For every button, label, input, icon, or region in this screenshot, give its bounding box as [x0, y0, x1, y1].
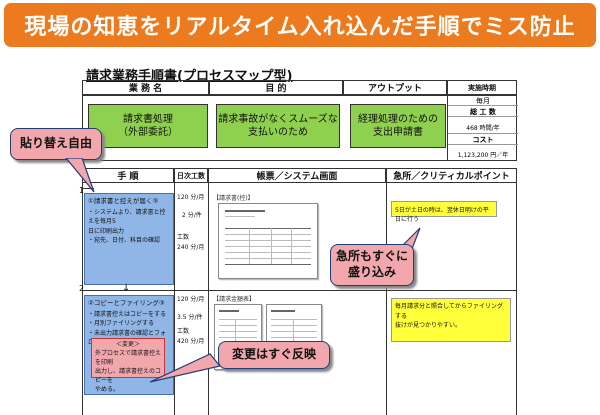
cost-value: 1,123,200 円／年 [457, 152, 509, 159]
callout-critical-included: 急所もすぐに 盛り込み [330, 244, 414, 286]
invoice-form-thumbnail [218, 203, 318, 279]
callout-paste-free: 貼り替え自由 [10, 128, 102, 160]
step2-change-note: ＜変更＞ 外プロセスで請求書控えを印刷 出力し、請求書控えのコピーを やめる。 [91, 338, 165, 393]
step2-line: ・月別ファイリングする [88, 320, 155, 328]
form2-label: 【請求金額表】 [213, 296, 256, 303]
step1-box: ①請求書と控えが届く③ ・システムより、請求書と控えを毎月5 日に印刷出力 ・宛… [84, 193, 174, 285]
callout-pointer-icon [65, 158, 95, 193]
critical-note-2: 毎月請求分と照合してからファイリングする 抜けが見つかりやすい。 [391, 298, 511, 342]
callout-change-reflect: 変更はすぐ反映 [218, 341, 330, 369]
total-hours-value: 468 時間/年 [466, 125, 500, 132]
step1-line: ・システムより、請求書と控えを毎月5 [88, 209, 166, 226]
step2-line: ・請求書控えはコピーをする [88, 311, 167, 319]
work-value: 240 分/月 [177, 244, 205, 251]
work-value: 420 分/月 [177, 338, 205, 345]
header-purpose: 目 的 [209, 80, 343, 95]
step1-title: ①請求書と控えが届く③ [88, 197, 159, 205]
procedure-table-body [82, 183, 517, 415]
step1-line: 日に印刷出力 [88, 227, 125, 235]
header-business-name: 業 務 名 [82, 80, 209, 95]
work-value: 120 分/月 [177, 296, 205, 303]
work-value: 3.5 分/件 [177, 314, 203, 321]
output-box: 経理処理のための 支出申請書 [350, 104, 446, 148]
step2-number: 2 [79, 284, 85, 293]
step1-number: 1 [79, 186, 85, 195]
work-value: 2 分/件 [182, 212, 202, 219]
down-arrow-icon: ↓ [122, 283, 131, 294]
col-daily-work: 日次工数 [174, 168, 208, 183]
form1-label: 【請求書(控)】 [213, 195, 254, 202]
frequency: 毎月 [476, 97, 490, 105]
cost-label: コスト [472, 136, 494, 144]
timing-info: 毎月 総 工 数 468 時間/年 コスト 1,123,200 円／年 [447, 95, 518, 161]
change-line: やめる。 [95, 386, 120, 393]
business-name-box: 請求書処理 （外部委託） [88, 104, 208, 148]
work-label: 工数 [177, 328, 190, 335]
change-line: 外プロセスで請求書控えを印刷 [95, 350, 162, 366]
work-label: 工数 [177, 234, 190, 241]
headline-banner: 現場の知恵をリアルタイム入れ込んだ手順でミス防止 [4, 3, 596, 47]
total-hours-label: 総 工 数 [470, 108, 496, 116]
header-output: アウトプット [343, 80, 447, 95]
col-critical: 急所／クリティカルポイント [386, 168, 517, 183]
callout-pointer-icon [150, 353, 222, 383]
step1-line: ・宛先、日付、科目の確認 [88, 236, 161, 244]
change-head: ＜変更＞ [115, 341, 140, 348]
step2-title: ②コピーとファイリング③ [88, 299, 165, 307]
header-timing: 実施時期 [447, 80, 517, 95]
purpose-box: 請求事故がなくスムーズな 支払いのため [216, 104, 340, 148]
critical-note-1: 5日が土日の時は、翌休日明けの平日に行う [391, 201, 497, 223]
col-forms: 帳票／システム画面 [208, 168, 386, 183]
change-line: 出力し、請求書控えのコピーを [95, 368, 162, 384]
step2-box: ②コピーとファイリング③ ・請求書控えはコピーをする ・月別ファイリングする ・… [84, 295, 174, 395]
work-value: 120 分/月 [177, 194, 205, 201]
